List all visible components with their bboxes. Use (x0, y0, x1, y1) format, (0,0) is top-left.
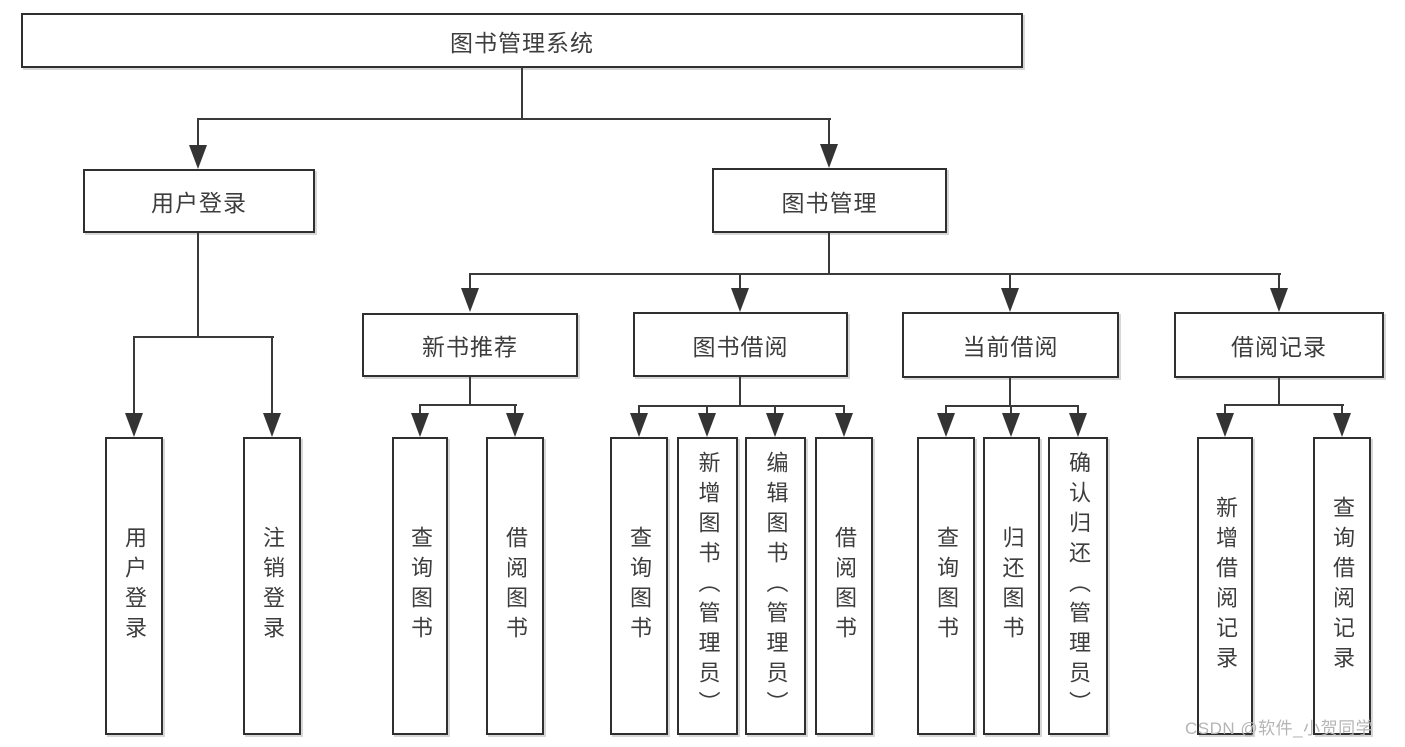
connector-line (1341, 404, 1343, 414)
connector-arrow (506, 413, 524, 437)
leaf-bb-edit-books-admin: 编辑图书（管理员） (745, 437, 806, 735)
node-user-login: 用户登录 (83, 169, 315, 233)
leaf-user-login-label: 用户登录 (122, 526, 147, 646)
connector-arrow (461, 288, 479, 312)
leaf-br-add-record: 新增借阅记录 (1197, 437, 1253, 735)
connector-line (271, 336, 273, 415)
node-borrow-records-label: 借阅记录 (1231, 334, 1327, 360)
connector-line (1224, 404, 1344, 406)
connector-arrow (937, 413, 955, 437)
csdn-watermark: CSDN @软件_小贺同学 (1185, 719, 1374, 738)
node-book-management-label: 图书管理 (781, 189, 878, 216)
leaf-bb-query-books: 查询图书 (610, 437, 668, 735)
node-root-label: 图书管理系统 (450, 29, 594, 56)
node-book-borrow: 图书借阅 (633, 312, 848, 377)
node-current-borrow: 当前借阅 (902, 312, 1119, 378)
connector-line (197, 118, 831, 120)
leaf-br-query-record: 查询借阅记录 (1313, 437, 1371, 735)
leaf-logout: 注销登录 (243, 437, 301, 735)
connector-arrow (731, 288, 749, 312)
connector-line (706, 405, 708, 414)
leaf-nbr-borrow-books-label: 借阅图书 (503, 526, 528, 646)
connector-line (469, 377, 471, 406)
connector-line (419, 404, 517, 406)
connector-line (521, 67, 523, 120)
leaf-cb-query-books-label: 查询图书 (934, 526, 959, 646)
connector-line (1278, 273, 1280, 290)
node-root: 图书管理系统 (21, 13, 1023, 68)
connector-arrow (189, 145, 207, 169)
leaf-cb-query-books: 查询图书 (917, 437, 975, 735)
connector-line (1077, 405, 1079, 414)
leaf-bb-edit-books-admin-label: 编辑图书（管理员） (763, 451, 789, 721)
connector-arrow (263, 413, 281, 437)
connector-line (469, 273, 471, 290)
connector-line (469, 273, 1281, 275)
connector-arrow (835, 413, 853, 437)
connector-arrow (820, 144, 838, 168)
connector-arrow (766, 413, 784, 437)
connector-arrow (698, 413, 716, 437)
connector-arrow (125, 413, 143, 437)
connector-line (1278, 378, 1280, 406)
connector-arrow (1069, 413, 1087, 437)
leaf-br-query-record-label: 查询借阅记录 (1330, 496, 1355, 676)
connector-line (197, 118, 199, 146)
node-book-borrow-label: 图书借阅 (692, 333, 789, 360)
leaf-nbr-query-books: 查询图书 (392, 437, 448, 735)
connector-line (1010, 405, 1012, 414)
leaf-nbr-borrow-books: 借阅图书 (486, 437, 544, 735)
connector-arrow (1216, 413, 1234, 437)
node-borrow-records: 借阅记录 (1174, 312, 1384, 378)
node-user-login-label: 用户登录 (151, 190, 247, 216)
leaf-bb-add-books-admin-label: 新增图书（管理员） (695, 451, 721, 721)
node-book-management: 图书管理 (712, 168, 947, 233)
connector-line (514, 404, 516, 414)
leaf-logout-label: 注销登录 (260, 526, 285, 646)
connector-arrow (1333, 413, 1351, 437)
connector-arrow (1002, 413, 1020, 437)
connector-arrow (411, 413, 429, 437)
connector-line (843, 405, 845, 414)
connector-arrow (1270, 288, 1288, 312)
connector-line (638, 405, 845, 407)
connector-line (828, 118, 830, 146)
leaf-cb-confirm-return-admin-label: 确认归还（管理员） (1066, 451, 1091, 721)
leaf-bb-borrow-books-label: 借阅图书 (832, 526, 857, 646)
connector-line (945, 405, 947, 414)
connector-arrow (1001, 288, 1019, 312)
connector-arrow (630, 413, 648, 437)
connector-line (828, 233, 830, 275)
node-current-borrow-label: 当前借阅 (962, 334, 1059, 360)
leaf-user-login: 用户登录 (105, 437, 163, 735)
leaf-bb-query-books-label: 查询图书 (627, 526, 652, 646)
leaf-bb-add-books-admin: 新增图书（管理员） (677, 437, 738, 735)
leaf-cb-return-books: 归还图书 (983, 437, 1040, 735)
connector-line (419, 404, 421, 414)
connector-line (133, 336, 135, 415)
node-new-book-recommend-label: 新书推荐 (422, 334, 518, 360)
connector-line (133, 336, 274, 338)
connector-line (739, 377, 741, 407)
node-new-book-recommend: 新书推荐 (362, 313, 578, 377)
leaf-nbr-query-books-label: 查询图书 (408, 526, 433, 646)
leaf-bb-borrow-books: 借阅图书 (815, 437, 873, 735)
connector-line (1009, 378, 1011, 407)
connector-line (1224, 404, 1226, 414)
leaf-br-add-record-label: 新增借阅记录 (1213, 496, 1238, 676)
connector-line (739, 273, 741, 290)
connector-line (774, 405, 776, 414)
connector-line (1009, 273, 1011, 290)
connector-line (197, 233, 199, 338)
connector-line (945, 405, 1079, 407)
leaf-cb-return-books-label: 归还图书 (999, 526, 1025, 646)
connector-line (638, 405, 640, 414)
leaf-cb-confirm-return-admin: 确认归还（管理员） (1048, 437, 1108, 735)
